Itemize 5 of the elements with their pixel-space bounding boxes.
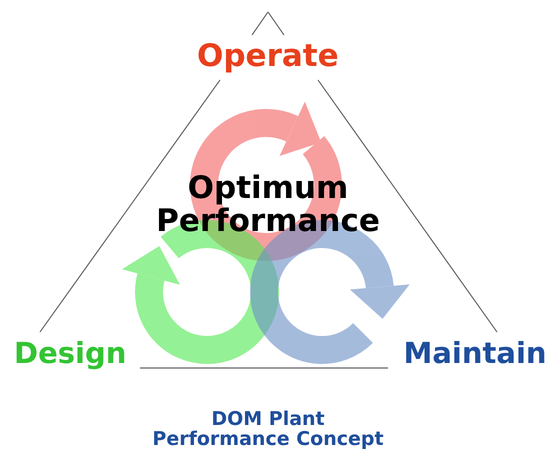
caption: DOM Plant Performance Concept — [151, 410, 385, 450]
stage-label: Design — [14, 338, 126, 368]
stage-label: Maintain — [404, 338, 547, 368]
stage-label: Operate — [197, 40, 339, 73]
center-label: Optimum Performance — [155, 172, 381, 238]
